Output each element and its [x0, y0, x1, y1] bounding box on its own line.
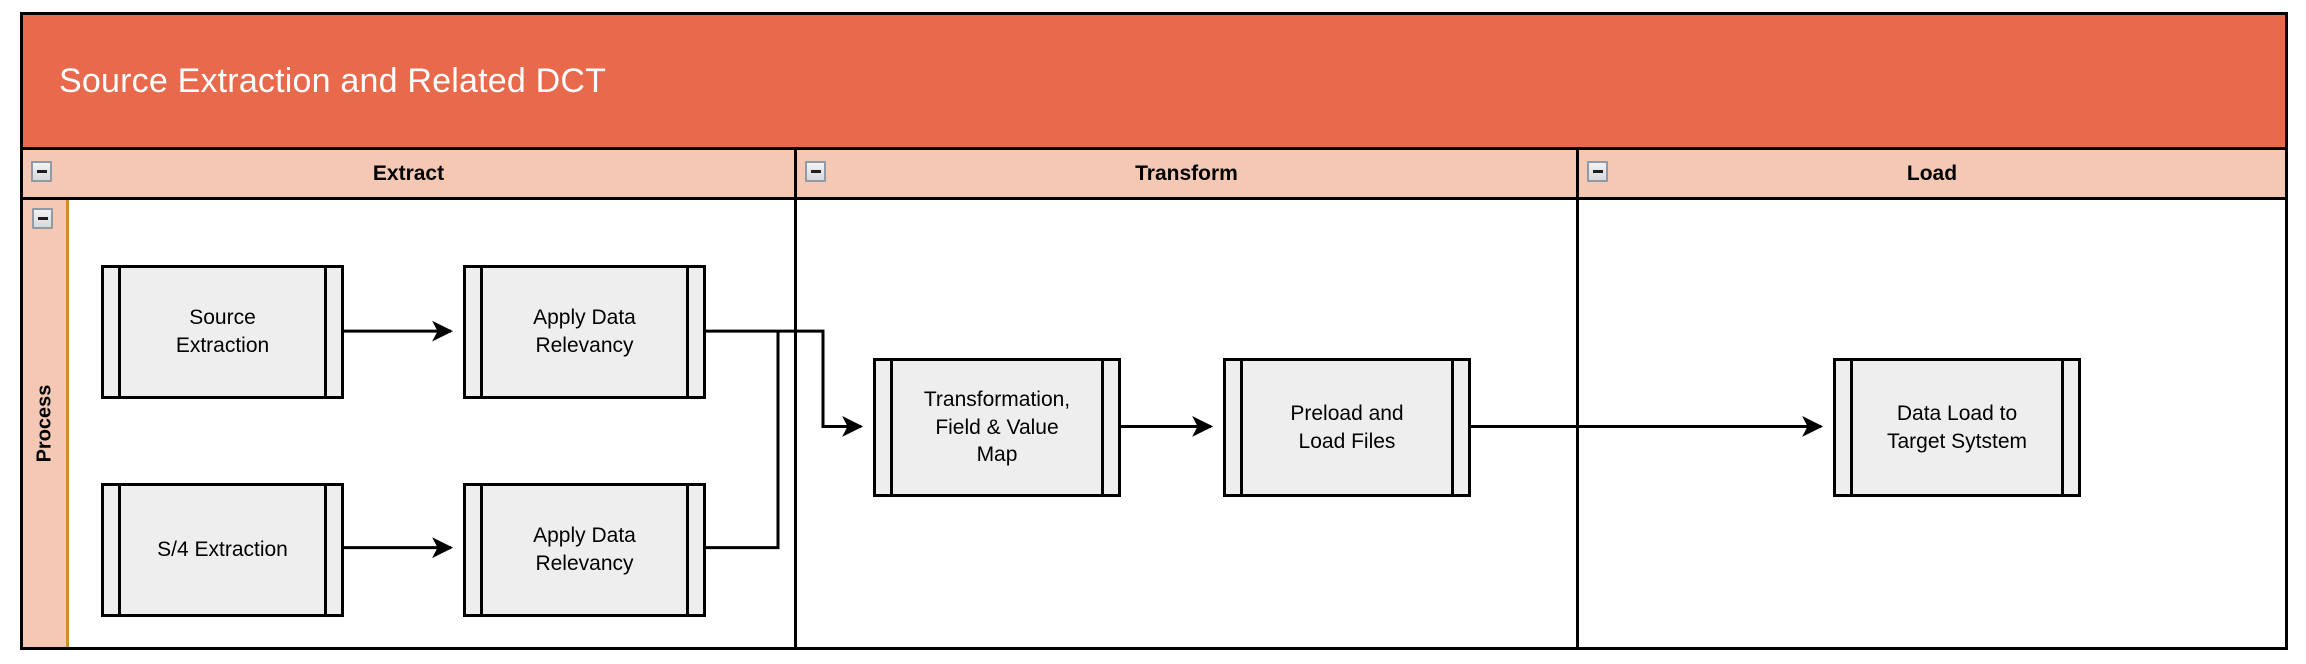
- node-transformation-field-value-map[interactable]: Transformation, Field & Value Map: [873, 358, 1121, 497]
- collapse-minus-icon[interactable]: [1587, 161, 1608, 182]
- node-data-load-to-target-system[interactable]: Data Load to Target Sytstem: [1833, 358, 2081, 497]
- node-label: Data Load to Target Sytstem: [1886, 401, 2028, 453]
- pool-title-bar: Source Extraction and Related DCT: [23, 15, 2285, 150]
- connector-relevancy-1-to-transform: [706, 329, 864, 437]
- collapse-minus-icon[interactable]: [32, 208, 53, 229]
- swimlane-pool: Source Extraction and Related DCT Extrac…: [20, 12, 2288, 650]
- phase-header-load[interactable]: Load: [1576, 150, 2285, 197]
- node-apply-data-relevancy-1[interactable]: Apply Data Relevancy: [463, 265, 706, 399]
- node-apply-data-relevancy-2[interactable]: Apply Data Relevancy: [463, 483, 706, 617]
- node-source-extraction[interactable]: Source Extraction: [101, 265, 344, 399]
- node-s4-extraction[interactable]: S/4 Extraction: [101, 483, 344, 617]
- node-label: Source Extraction: [175, 306, 270, 357]
- lane-process: Process: [23, 200, 2285, 647]
- node-preload-and-load-files[interactable]: Preload and Load Files: [1223, 358, 1471, 497]
- phase-separator-extract-transform: [794, 200, 797, 647]
- node-label: Apply Data Relevancy: [533, 524, 636, 575]
- phase-label-extract: Extract: [372, 161, 445, 185]
- page-title: Source Extraction and Related DCT: [59, 61, 607, 100]
- node-label: Preload and Load Files: [1290, 401, 1404, 453]
- connector-relevancy-2-to-transform: [706, 331, 780, 550]
- collapse-minus-icon[interactable]: [31, 161, 52, 182]
- node-label: Transformation, Field & Value Map: [923, 387, 1071, 467]
- phase-header-extract[interactable]: Extract: [23, 150, 794, 197]
- phase-separator-transform-load: [1576, 200, 1579, 647]
- node-label: Apply Data Relevancy: [533, 306, 636, 357]
- lane-title-wrap: Process: [23, 200, 66, 647]
- lane-header-process[interactable]: Process: [23, 200, 69, 647]
- lane-label-process: Process: [33, 384, 55, 463]
- collapse-minus-icon[interactable]: [805, 161, 826, 182]
- phase-header-band: Extract Transform Load: [23, 150, 2285, 200]
- node-label: S/4 Extraction: [157, 538, 288, 562]
- phase-label-load: Load: [1906, 161, 1958, 185]
- phase-label-transform: Transform: [1135, 161, 1238, 185]
- phase-header-transform[interactable]: Transform: [794, 150, 1576, 197]
